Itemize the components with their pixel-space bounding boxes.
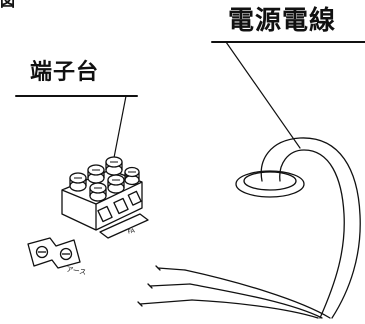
figure-mark: 図 — [0, 0, 16, 10]
terminal-label-leader — [111, 95, 127, 169]
terminal-block-icon — [61, 156, 149, 239]
earth-plate-icon — [27, 237, 81, 269]
power-label-leader — [225, 41, 301, 149]
power-cable-icon — [137, 137, 361, 319]
power-cable-label: 電源電線 — [228, 6, 337, 36]
terminal-block-label: 端子台 — [30, 60, 100, 85]
